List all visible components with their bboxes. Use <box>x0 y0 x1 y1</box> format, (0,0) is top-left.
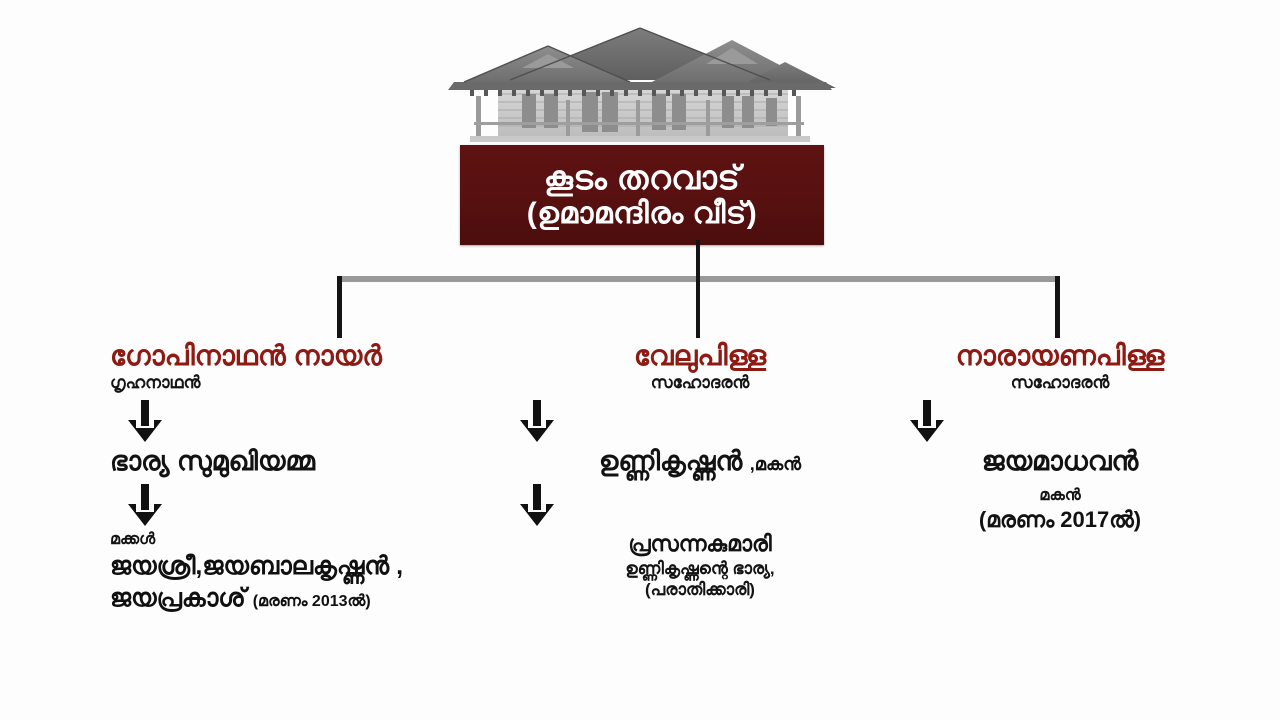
arrow-down-icon <box>128 483 510 526</box>
branch-middle-node-complainant-name: പ്രസന്നകുമാരി <box>628 530 772 556</box>
arrow-down-icon <box>910 399 1210 442</box>
arrow-down-icon <box>520 399 880 442</box>
branch-left-children-line-2: ജയപ്രകാശ് (മരണം 2013ൽ) <box>110 582 510 615</box>
branch-left-node-wife: ഭാര്യ സുമുഖിയമ്മ <box>110 445 315 476</box>
connector-drop-center <box>696 276 700 338</box>
branch-left: ഗോപിനാഥൻ നായർ ഗൃഹനാഥൻ ഭാര്യ സുമുഖിയമ്മ മ… <box>110 340 510 615</box>
branch-right-node-relation: മകൻ <box>1039 486 1081 504</box>
connector-stem <box>696 240 700 284</box>
branch-middle: വേലുപിള്ള സഹോദരൻ ഉണ്ണികൃഷ്ണൻ ,മകൻ പ്രസന്… <box>520 340 880 601</box>
branch-middle-node-relation: ഉണ്ണികൃഷ്ണന്റെ ഭാര്യ, <box>625 559 775 579</box>
arrow-down-icon <box>520 483 880 526</box>
spacer <box>910 478 1210 486</box>
root-title-line-2: (ഉമാമന്ദിരം വീട്) <box>526 196 758 230</box>
branch-middle-name: വേലുപിള്ള <box>633 340 767 371</box>
branch-middle-son-relation: ,മകൻ <box>749 453 802 474</box>
branch-middle-son-name: ഉണ്ണികൃഷ്ണൻ <box>598 445 750 476</box>
connector-drop-right <box>1055 276 1060 338</box>
branch-middle-node-complainant-label: (പരാതിക്കാരി) <box>645 580 755 600</box>
branch-right-role: സഹോദരൻ <box>1010 373 1110 393</box>
branch-left-children-label: മക്കൾ <box>110 530 156 548</box>
branch-right-node-son: ജയമാധവൻ <box>981 445 1139 476</box>
root-title-box: കൂടം തറവാട് (ഉമാമന്ദിരം വീട്) <box>460 145 824 245</box>
arrow-down-icon <box>128 399 510 442</box>
branch-middle-node-son: ഉണ്ണികൃഷ്ണൻ ,മകൻ <box>520 446 880 478</box>
branch-left-children-line-1: ജയശ്രീ,ജയബാലകൃഷ്ണൻ , <box>110 551 404 580</box>
branch-right: നാരായണപിള്ള സഹോദരൻ ജയമാധവൻ മകൻ (മരണം 201… <box>910 340 1210 534</box>
branch-right-name: നാരായണപിള്ള <box>955 340 1165 371</box>
connector-drop-left <box>337 276 342 338</box>
branch-left-child-name: ജയപ്രകാശ് <box>110 584 246 613</box>
branch-left-name: ഗോപിനാഥൻ നായർ <box>110 340 382 371</box>
branch-left-child-death-note: (മരണം 2013ൽ) <box>252 593 371 611</box>
tharavadu-house-icon <box>440 18 840 150</box>
root-title-line-1: കൂടം തറവാട് <box>543 159 741 197</box>
tree-connector <box>0 240 1280 350</box>
branch-left-role: ഗൃഹനാഥൻ <box>110 373 201 393</box>
branch-right-node-death-note: (മരണം 2017ൽ) <box>978 506 1142 532</box>
branch-middle-role: സഹോദരൻ <box>650 373 750 393</box>
